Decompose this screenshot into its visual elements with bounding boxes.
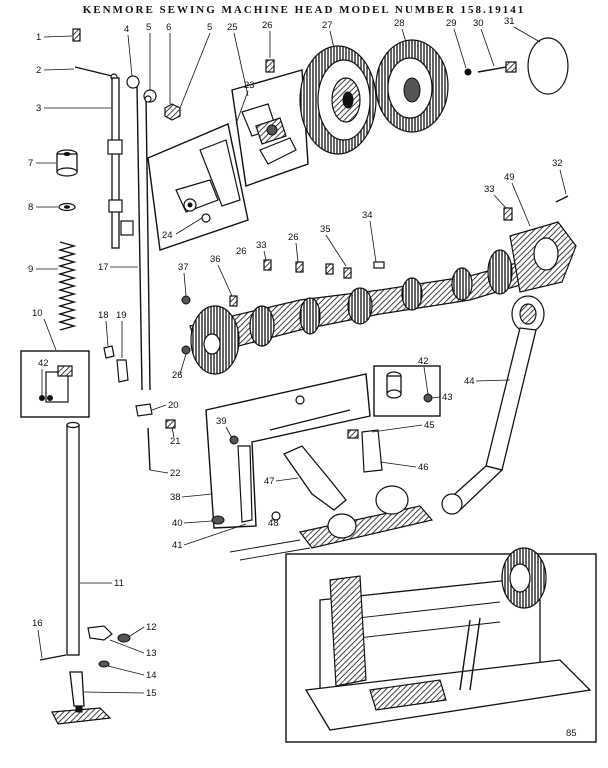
- callout-2: 2: [36, 65, 41, 76]
- callout-6: 6: [166, 22, 171, 33]
- parts-box-43: [373, 365, 441, 417]
- callout-38: 38: [170, 492, 181, 503]
- callout-23: 23: [244, 80, 255, 91]
- bracket-plate-23: [147, 123, 249, 251]
- callout-36: 36: [210, 254, 221, 265]
- presser-bar-group: [103, 75, 181, 471]
- callout-32: 32: [552, 158, 563, 169]
- needle-bar-group: [20, 28, 131, 725]
- callout-16: 16: [32, 618, 43, 629]
- callout-14: 14: [146, 670, 157, 681]
- callout-46: 46: [418, 462, 429, 473]
- callout-34: 34: [362, 210, 373, 221]
- callout-26d: 26: [172, 370, 183, 381]
- callout-12: 12: [146, 622, 157, 633]
- callout-8: 8: [28, 202, 33, 213]
- callout-13: 13: [146, 648, 157, 659]
- callout-25: 25: [227, 22, 238, 33]
- callout-4: 4: [124, 24, 129, 35]
- callout-15: 15: [146, 688, 157, 699]
- callout-9: 9: [28, 264, 33, 275]
- callout-22: 22: [170, 468, 181, 479]
- callout-26: 26: [262, 20, 273, 31]
- callout-17: 17: [98, 262, 109, 273]
- callout-27: 27: [322, 20, 333, 31]
- callout-47: 47: [264, 476, 275, 487]
- callout-44: 44: [464, 376, 475, 387]
- callout-29: 29: [446, 18, 457, 29]
- lower-shaft: [229, 485, 434, 561]
- figure-code: 85: [566, 728, 577, 739]
- callout-37: 37: [178, 262, 189, 273]
- callout-11: 11: [114, 578, 124, 589]
- callout-26b: 26: [288, 232, 299, 243]
- callout-35: 35: [320, 224, 331, 235]
- machine-inset: 85: [285, 547, 597, 743]
- callout-33a: 33: [484, 184, 495, 195]
- connecting-rod-44: [441, 295, 545, 515]
- callout-49: 49: [504, 172, 515, 183]
- callout-42a: 42: [38, 358, 49, 369]
- callout-7: 7: [28, 158, 33, 169]
- callout-21: 21: [170, 436, 181, 447]
- handwheel-group: [299, 37, 569, 155]
- callout-45: 45: [424, 420, 435, 431]
- callout-5: 5: [146, 22, 151, 33]
- callout-28: 28: [394, 18, 405, 29]
- callout-19: 19: [116, 310, 127, 321]
- callout-1: 1: [36, 32, 41, 43]
- callout-labels: 1 2 3 4 5 6 5 25 26 27 28 29 30 31 7 8 9…: [28, 16, 567, 699]
- callout-39: 39: [216, 416, 227, 427]
- callout-41: 41: [172, 540, 183, 551]
- callout-30: 30: [473, 18, 484, 29]
- callout-42b: 42: [418, 356, 429, 367]
- callout-43: 43: [442, 392, 453, 403]
- callout-10: 10: [32, 308, 43, 319]
- lever-plate-38: [205, 373, 383, 529]
- callout-18: 18: [98, 310, 109, 321]
- callout-33b: 33: [256, 240, 267, 251]
- callout-3: 3: [36, 103, 41, 114]
- callout-40: 40: [172, 518, 183, 529]
- main-shaft-group: [181, 195, 577, 375]
- callout-48: 48: [268, 518, 279, 529]
- callout-31: 31: [504, 16, 515, 27]
- callout-24: 24: [162, 230, 173, 241]
- lever-box-25: [231, 59, 309, 187]
- callout-26c: 26: [236, 246, 247, 257]
- callout-20: 20: [168, 400, 179, 411]
- callout-5b: 5: [207, 22, 212, 33]
- diagram-title: KENMORE SEWING MACHINE HEAD MODEL NUMBER…: [83, 4, 526, 16]
